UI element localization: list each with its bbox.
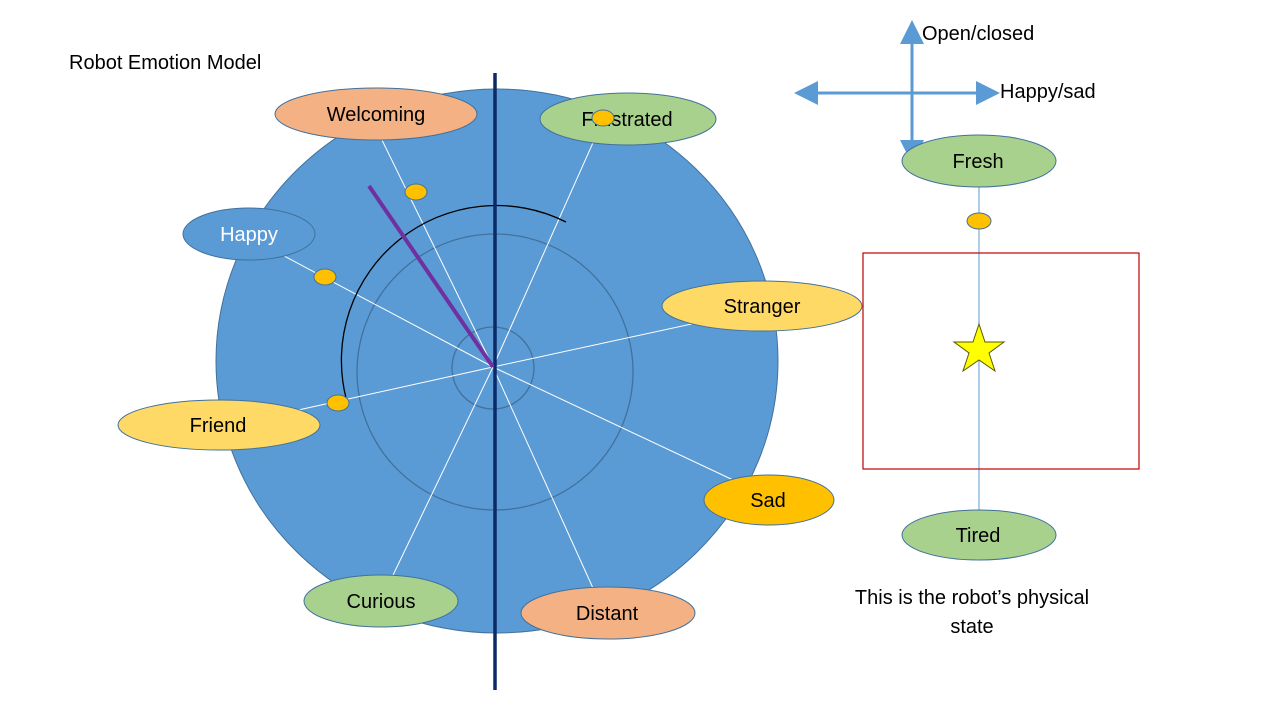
spoke-frustrated bbox=[492, 117, 605, 368]
ellipse-distant: Distant bbox=[520, 586, 696, 640]
selection-arc bbox=[340, 204, 567, 399]
ellipse-stranger: Stranger bbox=[661, 280, 863, 332]
ellipse-fresh: Fresh bbox=[901, 134, 1057, 188]
star-icon bbox=[952, 322, 1006, 373]
spoke-distant bbox=[492, 366, 598, 598]
spoke-welcoming bbox=[379, 135, 494, 368]
spokes bbox=[234, 117, 771, 598]
horizontal-axis-label: Happy/sad bbox=[1000, 81, 1096, 103]
emotion-circle bbox=[215, 88, 779, 634]
label-stranger: Stranger bbox=[724, 296, 801, 318]
ellipse-curious: Curious bbox=[303, 574, 459, 628]
spoke-curious bbox=[382, 366, 494, 597]
marker-happy bbox=[313, 268, 337, 286]
inner-ring-small bbox=[451, 326, 535, 410]
physical-state-box bbox=[862, 252, 1140, 470]
ellipse-welcoming: Welcoming bbox=[274, 87, 478, 141]
spoke-markers bbox=[313, 109, 615, 412]
caption-line-1: This is the robot’s physical bbox=[854, 587, 1090, 609]
label-distant: Distant bbox=[576, 603, 639, 625]
label-welcoming: Welcoming bbox=[327, 104, 426, 126]
label-friend: Friend bbox=[190, 415, 247, 437]
label-tired: Tired bbox=[956, 525, 1001, 547]
spoke-sad bbox=[492, 366, 749, 488]
marker-welcoming bbox=[404, 183, 428, 201]
physical-state-marker bbox=[966, 212, 992, 230]
physical-state-caption: This is the robot’s physical state bbox=[832, 584, 1112, 642]
ellipse-frustrated: Frustrated bbox=[539, 92, 717, 146]
ellipse-sad: Sad bbox=[703, 474, 835, 526]
label-happy: Happy bbox=[220, 224, 278, 246]
ellipse-happy: Happy bbox=[182, 207, 316, 261]
ellipse-tired: Tired bbox=[901, 509, 1057, 561]
diagram-title: Robot Emotion Model bbox=[69, 52, 262, 74]
marker-frustrated bbox=[591, 109, 615, 127]
marker-friend bbox=[326, 394, 350, 412]
spoke-happy bbox=[253, 239, 494, 368]
label-sad: Sad bbox=[750, 490, 786, 512]
label-curious: Curious bbox=[347, 591, 416, 613]
ellipse-friend: Friend bbox=[117, 399, 321, 451]
vertical-axis-label: Open/closed bbox=[922, 23, 1034, 45]
label-fresh: Fresh bbox=[952, 151, 1003, 173]
caption-line-2: state bbox=[950, 616, 994, 638]
emotion-pointer bbox=[367, 184, 495, 369]
